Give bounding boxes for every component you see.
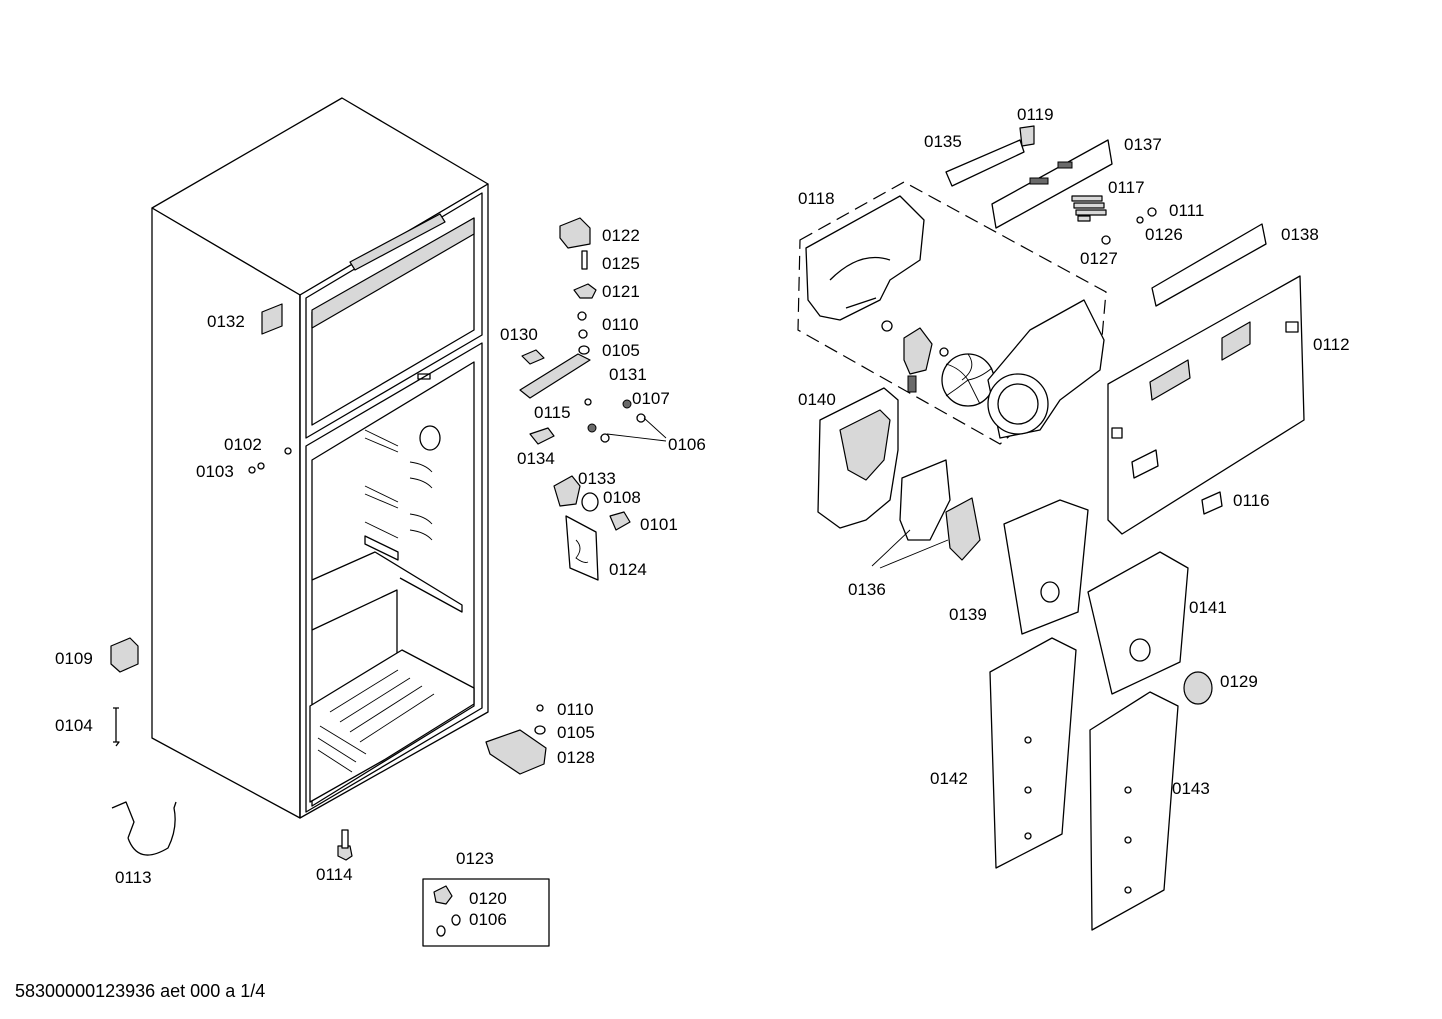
callout-0115: 0115 (534, 403, 571, 422)
air-ducts-and-lower-parts (817, 387, 1213, 931)
callout-0128: 0128 (557, 748, 595, 767)
middle-small-parts (422, 217, 667, 947)
callout-0110-b: 0110 (557, 700, 594, 719)
callout-0103: 0103 (196, 462, 234, 481)
callout-labels: 0132 0102 0103 0109 0104 0113 0114 0122 … (55, 105, 1350, 929)
callout-0119: 0119 (1017, 105, 1054, 124)
callout-0131: 0131 (609, 365, 647, 384)
callout-0138: 0138 (1281, 225, 1319, 244)
callout-0114: 0114 (316, 865, 353, 884)
callout-0124: 0124 (609, 560, 647, 579)
callout-0120: 0120 (469, 889, 507, 908)
callout-0143: 0143 (1172, 779, 1210, 798)
callout-0117: 0117 (1108, 178, 1145, 197)
callout-0137: 0137 (1124, 135, 1162, 154)
callout-0106-a: 0106 (668, 435, 706, 454)
callout-0139: 0139 (949, 605, 987, 624)
callout-0112: 0112 (1313, 335, 1350, 354)
callout-0135: 0135 (924, 132, 962, 151)
callout-0121: 0121 (602, 282, 640, 301)
callout-0118: 0118 (798, 189, 835, 208)
callout-0107: 0107 (632, 389, 670, 408)
callout-0125: 0125 (602, 254, 640, 273)
callout-0111: 0111 (1169, 201, 1204, 220)
callout-0116: 0116 (1233, 491, 1270, 510)
callout-0109: 0109 (55, 649, 93, 668)
callout-0136: 0136 (848, 580, 886, 599)
callout-0102: 0102 (224, 435, 262, 454)
control-and-fan-assembly (797, 125, 1157, 445)
callout-0101: 0101 (640, 515, 678, 534)
callout-0123: 0123 (456, 849, 494, 868)
callout-0133: 0133 (578, 469, 616, 488)
callout-0127: 0127 (1080, 249, 1118, 268)
callout-0142: 0142 (930, 769, 968, 788)
callout-0105-b: 0105 (557, 723, 595, 742)
callout-0140: 0140 (798, 390, 836, 409)
callout-0130: 0130 (500, 325, 538, 344)
callout-0122: 0122 (602, 226, 640, 245)
callout-0104: 0104 (55, 716, 93, 735)
refrigerator-cabinet (151, 97, 489, 819)
callout-0141: 0141 (1189, 598, 1227, 617)
rear-cover-panel (1107, 223, 1305, 535)
callout-0126: 0126 (1145, 225, 1183, 244)
callout-0129: 0129 (1220, 672, 1258, 691)
callout-0113: 0113 (115, 868, 152, 887)
callout-0134: 0134 (517, 449, 555, 468)
callout-0108: 0108 (603, 488, 641, 507)
callout-0105-a: 0105 (602, 341, 640, 360)
callout-0110-a: 0110 (602, 315, 639, 334)
callout-0106-b: 0106 (469, 910, 507, 929)
callout-0132: 0132 (207, 312, 245, 331)
drawing-reference: 58300000123936 aet 000 a 1/4 (15, 981, 266, 1001)
left-small-parts (110, 303, 353, 861)
